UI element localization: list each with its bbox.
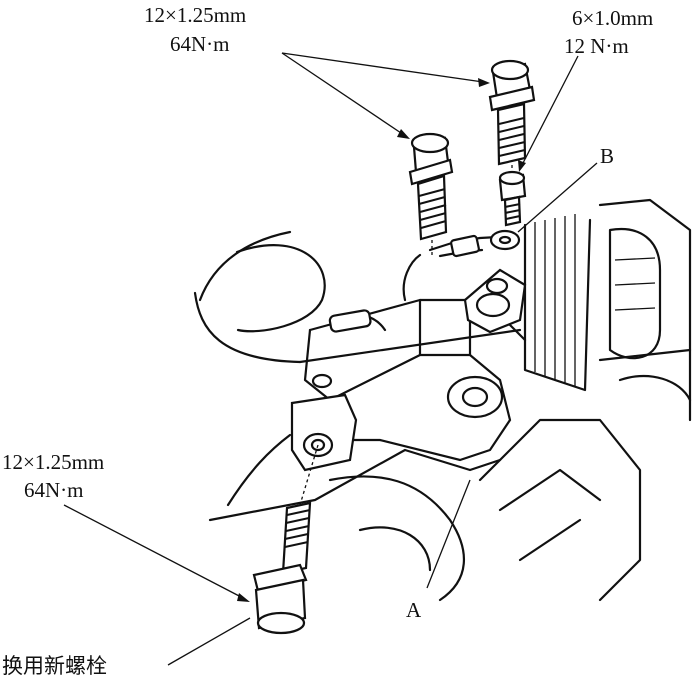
callout-top-left-torque: 64N·m: [170, 32, 230, 56]
callout-top-right-size: 6×1.0mm: [572, 6, 654, 30]
leader-lines: [63, 52, 598, 666]
pulley-housing: [198, 230, 326, 333]
engine-block: [193, 291, 642, 602]
wire-harness: [328, 229, 521, 333]
belt-pulley: [523, 198, 692, 422]
callout-label-a: A: [406, 598, 422, 622]
alignment-lines: [431, 165, 513, 255]
callout-top-right-torque: 12 N·m: [564, 34, 629, 58]
callout-left-size: 12×1.25mm: [2, 450, 105, 474]
bolt-small: [498, 170, 527, 227]
callout-left-torque: 64N·m: [24, 478, 84, 502]
bolt-upper-center: [408, 132, 454, 241]
callout-top-left-size: 12×1.25mm: [144, 3, 247, 27]
bolt-upper-right: [488, 59, 536, 166]
replace-bolt-note: 换用新螺栓: [2, 654, 107, 678]
callout-label-b: B: [600, 144, 615, 168]
bolt-lower: [252, 444, 319, 635]
mount-bracket: [290, 268, 527, 472]
